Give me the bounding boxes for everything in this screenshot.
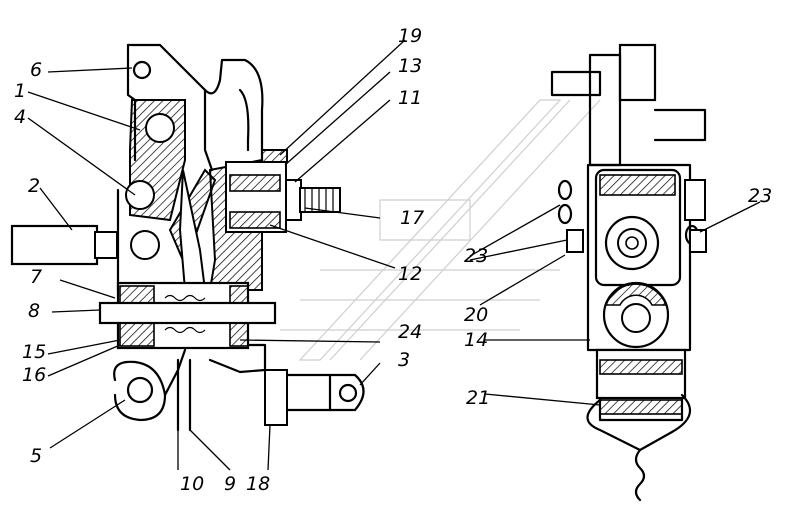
callout-4: 4 bbox=[14, 106, 26, 128]
callout-labels: 6 1 4 2 7 8 15 16 5 10 9 18 19 13 11 17 … bbox=[14, 25, 772, 495]
callout-7: 7 bbox=[30, 266, 42, 288]
side-section-view bbox=[10, 43, 365, 432]
callout-20: 20 bbox=[464, 304, 488, 326]
callout-8: 8 bbox=[28, 300, 40, 322]
callout-2: 2 bbox=[28, 175, 40, 197]
watermark bbox=[280, 99, 601, 361]
callout-1: 1 bbox=[14, 80, 26, 102]
callout-13: 13 bbox=[398, 55, 422, 77]
callout-14: 14 bbox=[464, 329, 488, 351]
callout-12: 12 bbox=[398, 263, 422, 285]
callout-3: 3 bbox=[398, 349, 410, 371]
callout-15: 15 bbox=[22, 341, 46, 363]
front-view bbox=[550, 43, 707, 502]
callout-18: 18 bbox=[246, 473, 270, 495]
callout-21: 21 bbox=[466, 387, 490, 409]
callout-23-right: 23 bbox=[748, 185, 772, 207]
callout-5: 5 bbox=[30, 445, 42, 467]
callout-17: 17 bbox=[400, 207, 424, 229]
callout-23-left: 23 bbox=[464, 245, 488, 267]
callout-6: 6 bbox=[30, 59, 42, 81]
callout-16: 16 bbox=[22, 364, 46, 386]
callout-9: 9 bbox=[224, 473, 236, 495]
callout-10: 10 bbox=[180, 473, 204, 495]
callout-24: 24 bbox=[398, 321, 422, 343]
callout-19: 19 bbox=[398, 25, 422, 47]
callout-11: 11 bbox=[398, 87, 422, 109]
leader-lines bbox=[27, 39, 761, 471]
